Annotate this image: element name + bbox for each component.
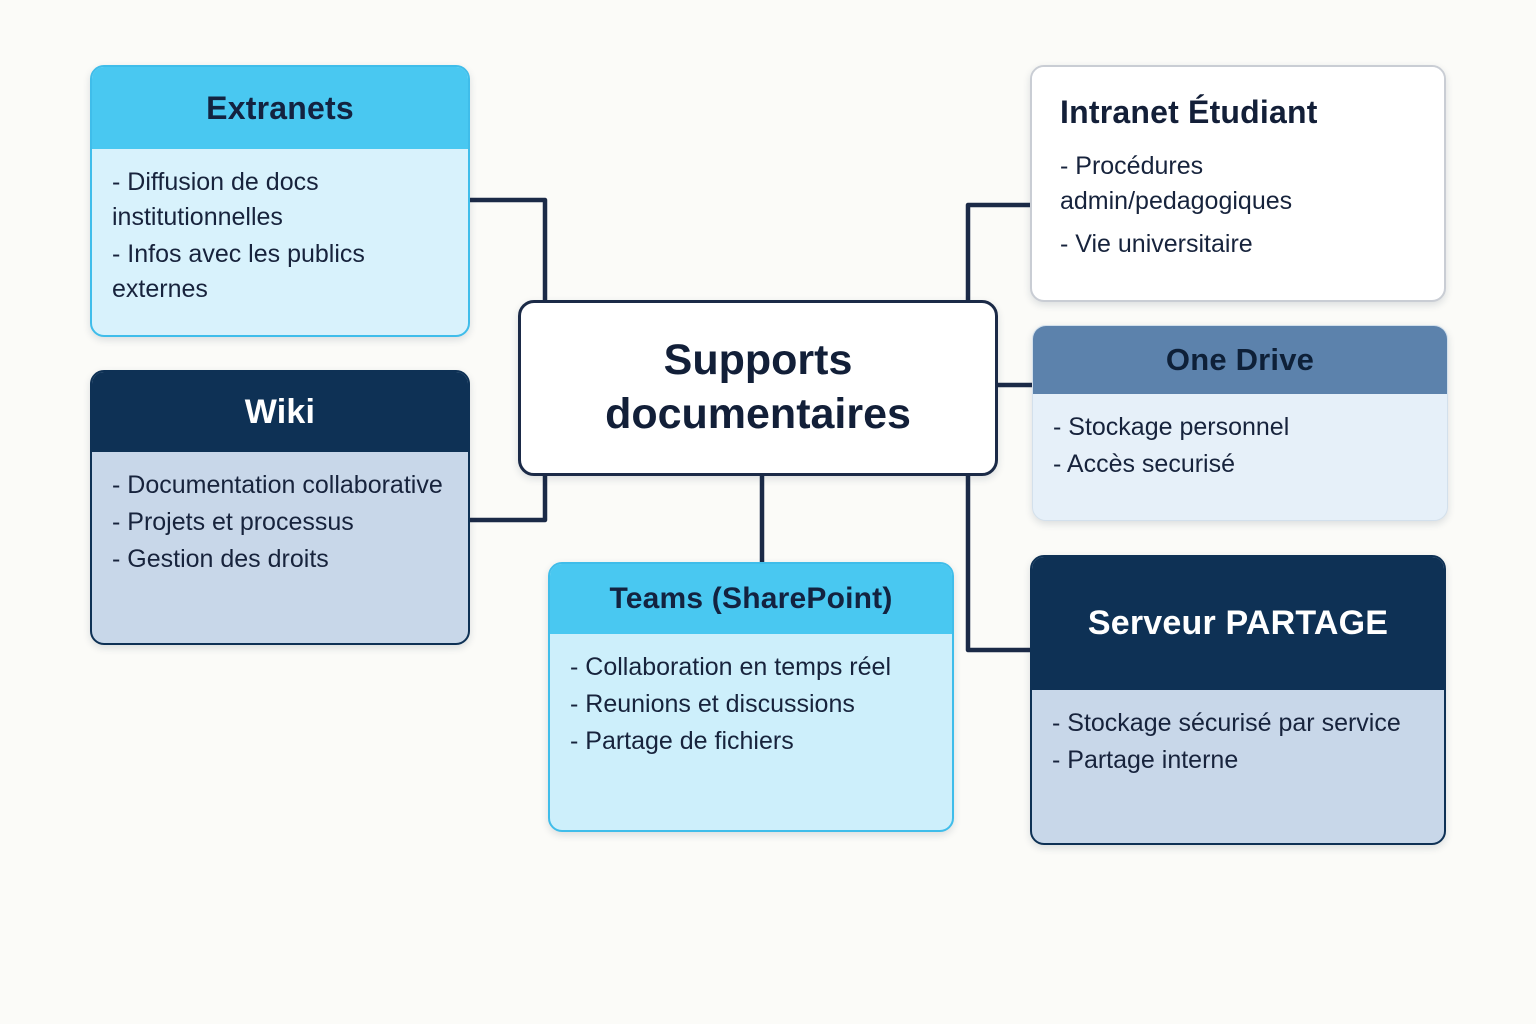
node-wiki: Wiki - Documentation collaborative - Pro… bbox=[90, 370, 470, 645]
connector-intranet bbox=[965, 202, 1035, 305]
node-item: - Gestion des droits bbox=[112, 545, 329, 573]
connector-wiki bbox=[465, 471, 548, 523]
node-serveur: Serveur PARTAGE - Stockage sécurisé par … bbox=[1030, 555, 1446, 845]
node-item: - Partage de fichiers bbox=[570, 727, 794, 755]
node-teams: Teams (SharePoint) - Collaboration en te… bbox=[548, 562, 954, 832]
node-item: - Partage interne bbox=[1052, 746, 1239, 774]
node-item: - Stockage sécurisé par service bbox=[1052, 709, 1401, 737]
connector-serveur bbox=[965, 471, 1035, 653]
node-item: - Diffusion de docs institutionnelles bbox=[112, 168, 319, 231]
node-item: - Stockage personnel bbox=[1053, 413, 1290, 441]
node-item: - Vie universitaire bbox=[1060, 230, 1253, 258]
node-item: - Documentation collaborative bbox=[112, 471, 443, 499]
node-onedrive-body: - Stockage personnel - Accès securisé bbox=[1033, 394, 1447, 500]
node-intranet-title: Intranet Étudiant bbox=[1032, 67, 1444, 137]
center-title: Supports documentaires bbox=[605, 336, 911, 438]
node-item: - Procédures admin/pedagogiques bbox=[1060, 152, 1293, 215]
node-item: - Collaboration en temps réel bbox=[570, 653, 891, 681]
node-wiki-body: - Documentation collaborative - Projets … bbox=[92, 452, 468, 595]
node-item: - Reunions et discussions bbox=[570, 690, 855, 718]
node-wiki-title: Wiki bbox=[92, 372, 468, 452]
center-node: Supports documentaires bbox=[518, 300, 998, 476]
node-extranets: Extranets - Diffusion de docs institutio… bbox=[90, 65, 470, 337]
node-item: - Infos avec les publics externes bbox=[112, 240, 365, 303]
node-intranet: Intranet Étudiant - Procédures admin/ped… bbox=[1030, 65, 1446, 302]
node-onedrive-title: One Drive bbox=[1033, 326, 1447, 394]
node-intranet-body: - Procédures admin/pedagogiques - Vie un… bbox=[1032, 137, 1444, 282]
connector-extranets bbox=[465, 197, 548, 305]
node-teams-title: Teams (SharePoint) bbox=[550, 564, 952, 634]
node-item: - Accès securisé bbox=[1053, 450, 1236, 478]
node-extranets-body: - Diffusion de docs institutionnelles - … bbox=[92, 149, 468, 325]
node-extranets-title: Extranets bbox=[92, 67, 468, 149]
node-teams-body: - Collaboration en temps réel - Reunions… bbox=[550, 634, 952, 777]
node-onedrive: One Drive - Stockage personnel - Accès s… bbox=[1032, 325, 1448, 521]
node-serveur-title: Serveur PARTAGE bbox=[1032, 557, 1444, 690]
node-item: - Projets et processus bbox=[112, 508, 354, 536]
node-serveur-body: - Stockage sécurisé par service - Partag… bbox=[1032, 690, 1444, 796]
